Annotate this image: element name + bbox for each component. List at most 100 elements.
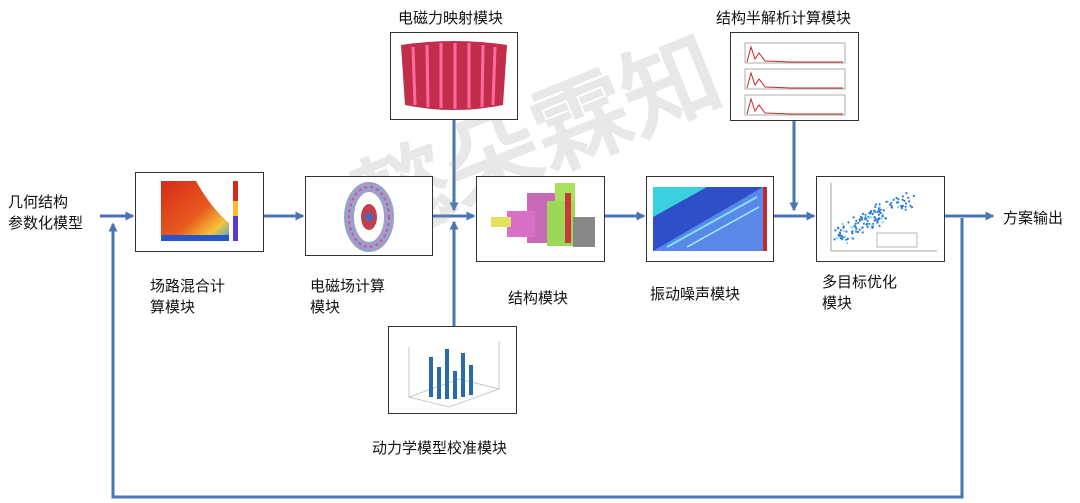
scatter-point: [890, 201, 893, 205]
scatter-point: [885, 200, 888, 203]
vib-noise-label: 振动噪声模块: [650, 285, 741, 303]
scatter-point: [874, 205, 877, 208]
scatter-point: [842, 229, 845, 233]
scatter-point: [879, 211, 882, 215]
scatter-point: [905, 192, 908, 195]
scatter-point: [912, 194, 915, 197]
scatter-point: [908, 200, 911, 203]
scatter-point: [874, 203, 877, 206]
multi-opt-label: 多目标优化 模块: [822, 273, 898, 312]
scatter-point: [857, 221, 860, 224]
scatter-point: [910, 206, 914, 209]
scatter-point: [889, 203, 892, 206]
feedback-loop-line: [108, 218, 964, 499]
scatter-point: [890, 204, 893, 208]
scatter-point: [862, 222, 865, 225]
scatter-point: [904, 208, 907, 211]
scatter-point: [839, 229, 842, 232]
scatter-point: [879, 208, 882, 211]
scatter-point: [835, 237, 838, 240]
scatter-point: [909, 204, 912, 207]
scatter-point: [865, 223, 868, 226]
scatter-point: [867, 216, 870, 220]
field-circuit-label: 场路混合计 算模块: [150, 277, 226, 316]
scatter-point: [834, 229, 837, 232]
scatter-point: [861, 212, 864, 215]
scatter-point: [861, 231, 864, 234]
scatter-point: [869, 216, 872, 219]
scatter-point: [847, 221, 850, 224]
scatter-point: [901, 195, 904, 198]
scatter-point: [881, 215, 884, 218]
field-circuit-module-image: [135, 172, 264, 252]
scatter-point: [877, 213, 880, 216]
scatter-point: [884, 217, 888, 220]
scatter-point: [840, 235, 843, 238]
scatter-point: [878, 206, 881, 209]
scatter-point: [855, 219, 858, 222]
scatter-point: [857, 230, 860, 234]
scatter-point: [875, 218, 878, 221]
scatter-point: [838, 234, 841, 237]
scatter-point: [841, 222, 844, 225]
scatter-point: [880, 217, 883, 220]
scatter-point: [871, 226, 874, 229]
scatter-point: [864, 218, 867, 221]
scatter-point: [897, 198, 900, 201]
scatter-point: [869, 211, 872, 214]
scatter-point: [858, 228, 861, 231]
scatter-point: [907, 196, 910, 199]
em-force-mapping-module-image: [390, 32, 518, 120]
scatter-point: [873, 216, 876, 219]
scatter-point: [858, 218, 861, 221]
scatter-point: [864, 216, 867, 219]
scatter-point: [901, 198, 904, 201]
scatter-point: [861, 216, 864, 219]
scatter-point: [904, 202, 908, 205]
vib-noise-module-image: [646, 176, 774, 262]
scatter-point: [897, 205, 900, 208]
scatter-point: [882, 209, 885, 212]
scatter-point: [876, 221, 879, 224]
scatter-point: [854, 226, 857, 229]
scatter-point: [868, 222, 871, 225]
scatter-point: [878, 224, 881, 227]
scatter-point: [900, 207, 903, 210]
scatter-point: [881, 221, 884, 224]
scatter-point: [842, 226, 845, 229]
semi-analytic-label: 结构半解析计算模块: [716, 9, 852, 27]
scatter-point: [873, 209, 876, 212]
scatter-point: [892, 198, 895, 201]
scatter-point: [846, 242, 849, 245]
scatter-point: [878, 203, 881, 206]
scatter-point: [852, 216, 855, 219]
scatter-point: [895, 196, 898, 200]
scatter-point: [876, 210, 879, 214]
scatter-point: [844, 236, 847, 239]
scatter-point: [871, 223, 874, 227]
scatter-point: [871, 213, 874, 216]
scatter-point: [878, 208, 881, 211]
scatter-point: [873, 219, 876, 222]
scatter-point: [833, 238, 836, 241]
scatter-point: [897, 201, 900, 204]
scatter-point: [890, 206, 893, 209]
semi-analytic-module-image: [730, 32, 859, 121]
structure-module-image: [476, 176, 605, 262]
scatter-point: [836, 226, 839, 229]
structure-label: 结构模块: [508, 289, 569, 307]
scatter-point: [864, 213, 867, 216]
scatter-point: [877, 218, 881, 221]
scatter-point: [846, 237, 849, 240]
em-force-mapping-label: 电磁力映射模块: [398, 9, 504, 27]
scatter-point: [841, 238, 844, 241]
scatter-point: [903, 199, 906, 202]
input-label: 几何结构 参数化模型: [8, 193, 84, 232]
dynamics-calib-label: 动力学模型校准模块: [372, 439, 508, 457]
em-field-label: 电磁场计算 模块: [310, 277, 386, 316]
scatter-point: [838, 231, 841, 234]
output-label: 方案输出: [1003, 209, 1064, 227]
scatter-point: [866, 219, 869, 222]
